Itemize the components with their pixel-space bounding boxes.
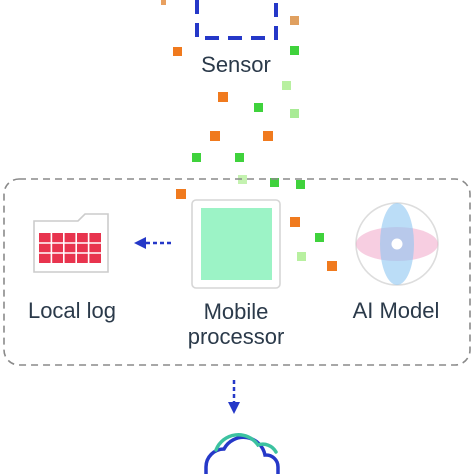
data-particle [218, 92, 228, 102]
sensor-icon [195, 0, 278, 40]
data-particle [192, 153, 201, 162]
ai-model-label: AI Model [352, 298, 440, 323]
data-particle [176, 189, 186, 199]
local-log-label: Local log [27, 298, 117, 323]
data-particle [290, 109, 299, 118]
local-log-icon [33, 213, 109, 273]
data-particle [290, 46, 299, 55]
mobile-processor-label-line2: processor [187, 324, 285, 349]
data-particle [296, 180, 305, 189]
data-particle [315, 233, 324, 242]
data-particle [161, 0, 166, 5]
data-particle [290, 217, 300, 227]
data-particle [238, 175, 247, 184]
data-particle [254, 103, 263, 112]
arrow-left-icon [134, 237, 171, 249]
sensor-label: Sensor [201, 52, 271, 77]
data-particle [235, 153, 244, 162]
cloud-icon [204, 433, 280, 474]
data-particle [327, 261, 337, 271]
data-particle [270, 178, 279, 187]
data-particle [210, 131, 220, 141]
ai-model-icon [355, 202, 439, 286]
data-particle [173, 47, 182, 56]
data-particle [297, 252, 306, 261]
device-boundary [3, 178, 471, 366]
mobile-processor-label-line1: Mobile [203, 299, 269, 324]
arrow-down-icon [228, 380, 240, 414]
data-particle [290, 16, 299, 25]
data-particle [263, 131, 273, 141]
data-particles [161, 0, 337, 271]
mobile-processor-icon [191, 199, 281, 289]
data-particle [282, 81, 291, 90]
